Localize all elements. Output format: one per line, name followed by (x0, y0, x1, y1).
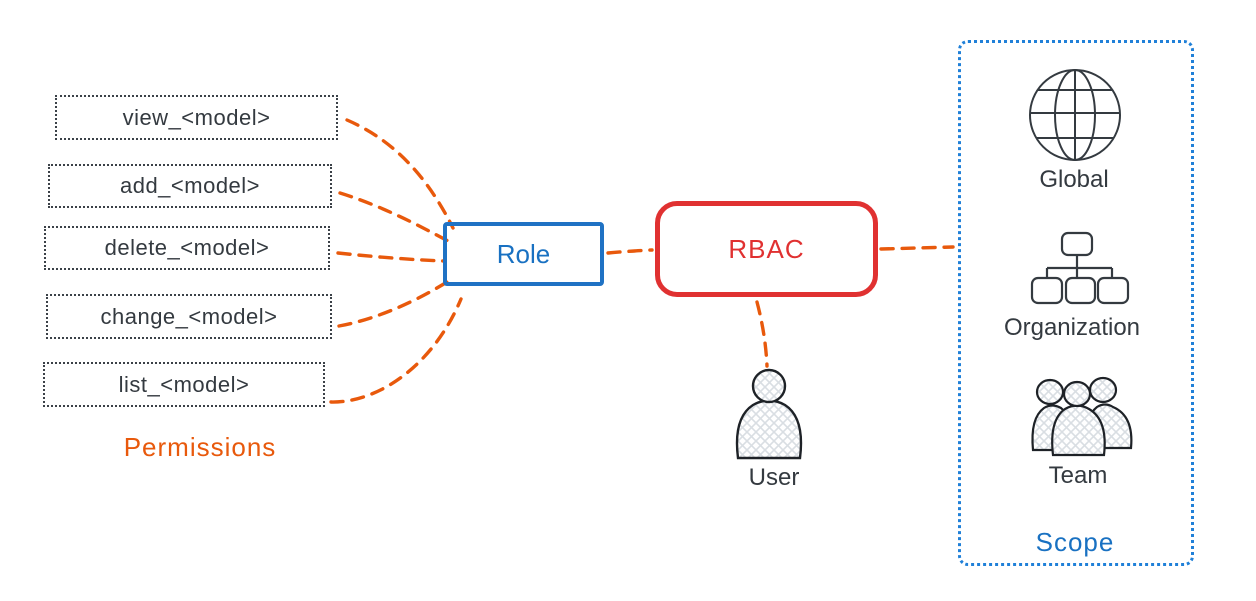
team-icon (1031, 376, 1133, 457)
scope-item-global-label: Global (1039, 166, 1109, 193)
scope-item-team-label: Team (1048, 462, 1108, 489)
rbac-box: RBAC (655, 201, 878, 297)
permission-label: list_<model> (118, 371, 250, 397)
user-label: User (748, 464, 800, 491)
connector-add-to-role (338, 191, 450, 243)
connector-role-to-rbac (606, 248, 654, 255)
org-chart-icon (1030, 231, 1130, 305)
permission-label: change_<model> (100, 303, 278, 329)
connector-rbac-to-scope (879, 245, 955, 251)
connector-view-to-role (345, 118, 455, 230)
permission-label: view_<model> (122, 104, 271, 130)
role-label: Role (496, 238, 551, 269)
permission-label: add_<model> (119, 173, 261, 198)
permissions-caption: Permissions (123, 432, 277, 462)
connector-rbac-to-user (755, 300, 769, 368)
scope-panel (958, 40, 1194, 566)
permission-box-list: list_<model> (43, 362, 325, 407)
user-icon (735, 368, 803, 460)
connector-delete-to-role (336, 251, 446, 263)
role-box: Role (443, 222, 604, 286)
permission-box-change: change_<model> (46, 294, 332, 339)
globe-icon (1029, 69, 1121, 161)
permission-box-add: add_<model> (48, 164, 332, 208)
connector-list-to-role (329, 297, 463, 404)
connector-change-to-role (337, 280, 449, 328)
permission-label: delete_<model> (104, 235, 270, 260)
scope-caption: Scope (1035, 527, 1115, 557)
permission-box-view: view_<model> (55, 95, 338, 140)
scope-item-organization-label: Organization (1003, 314, 1141, 341)
permission-box-delete: delete_<model> (44, 226, 330, 270)
rbac-label: RBAC (728, 233, 805, 264)
